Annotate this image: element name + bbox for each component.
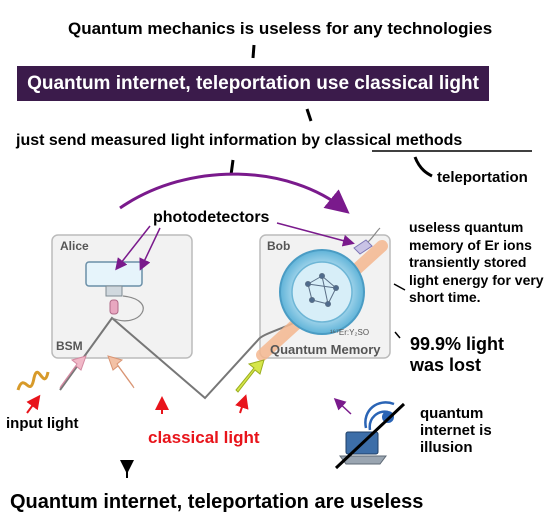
ion-crystal-icon [256,227,388,361]
input-light-wave-icon [16,370,50,391]
banner-title: Quantum internet, teleportation use clas… [17,66,489,101]
photodetector-pointer [115,225,151,271]
input-light-label: input light [6,415,79,432]
red-arrow [26,394,41,414]
teleportation-note: teleportation [437,169,528,186]
cross-out-line [334,402,406,470]
tick-mark [251,44,256,59]
tick-mark [229,159,235,176]
bsm-label: BSM [56,339,83,353]
fiber-path [111,295,144,322]
subline-prefix: just send measured light information by [16,132,325,149]
red-arrow [235,394,249,414]
quantum-memory-label: Quantum Memory [270,342,381,357]
quantum-internet-note: quantum internet is illusion [420,405,492,456]
classical-light-label: classical light [148,428,260,447]
crystal-label: ¹⁶⁷Er:Y₂SO [330,328,370,337]
subline-emphasis: classical methods [324,132,463,149]
quantum-internet-pointer [333,397,352,415]
photodetector-pointer [139,227,161,271]
headline-bottom: Quantum internet, teleportation are usel… [10,491,424,513]
alice-label: Alice [60,239,89,253]
photodetectors-label: photodetectors [153,209,270,226]
loss-note: 99.9% light was lost [410,334,505,375]
headline-top: Quantum mechanics is useless for any tec… [68,19,493,38]
loss-pointer-line [394,331,401,339]
curved-arrow-icon [119,172,350,214]
photodetector-pointer [276,222,355,247]
tick-mark [305,108,313,122]
teleport-pointer-hook [413,156,433,178]
memory-pointer-line [393,283,406,291]
memory-note: useless quantum memory of Er ions transi… [409,219,544,305]
light-pulse-icon [59,355,265,393]
subline: just send measured light information by … [16,132,462,150]
photodetector-icon [85,261,143,315]
bob-label: Bob [267,239,291,253]
